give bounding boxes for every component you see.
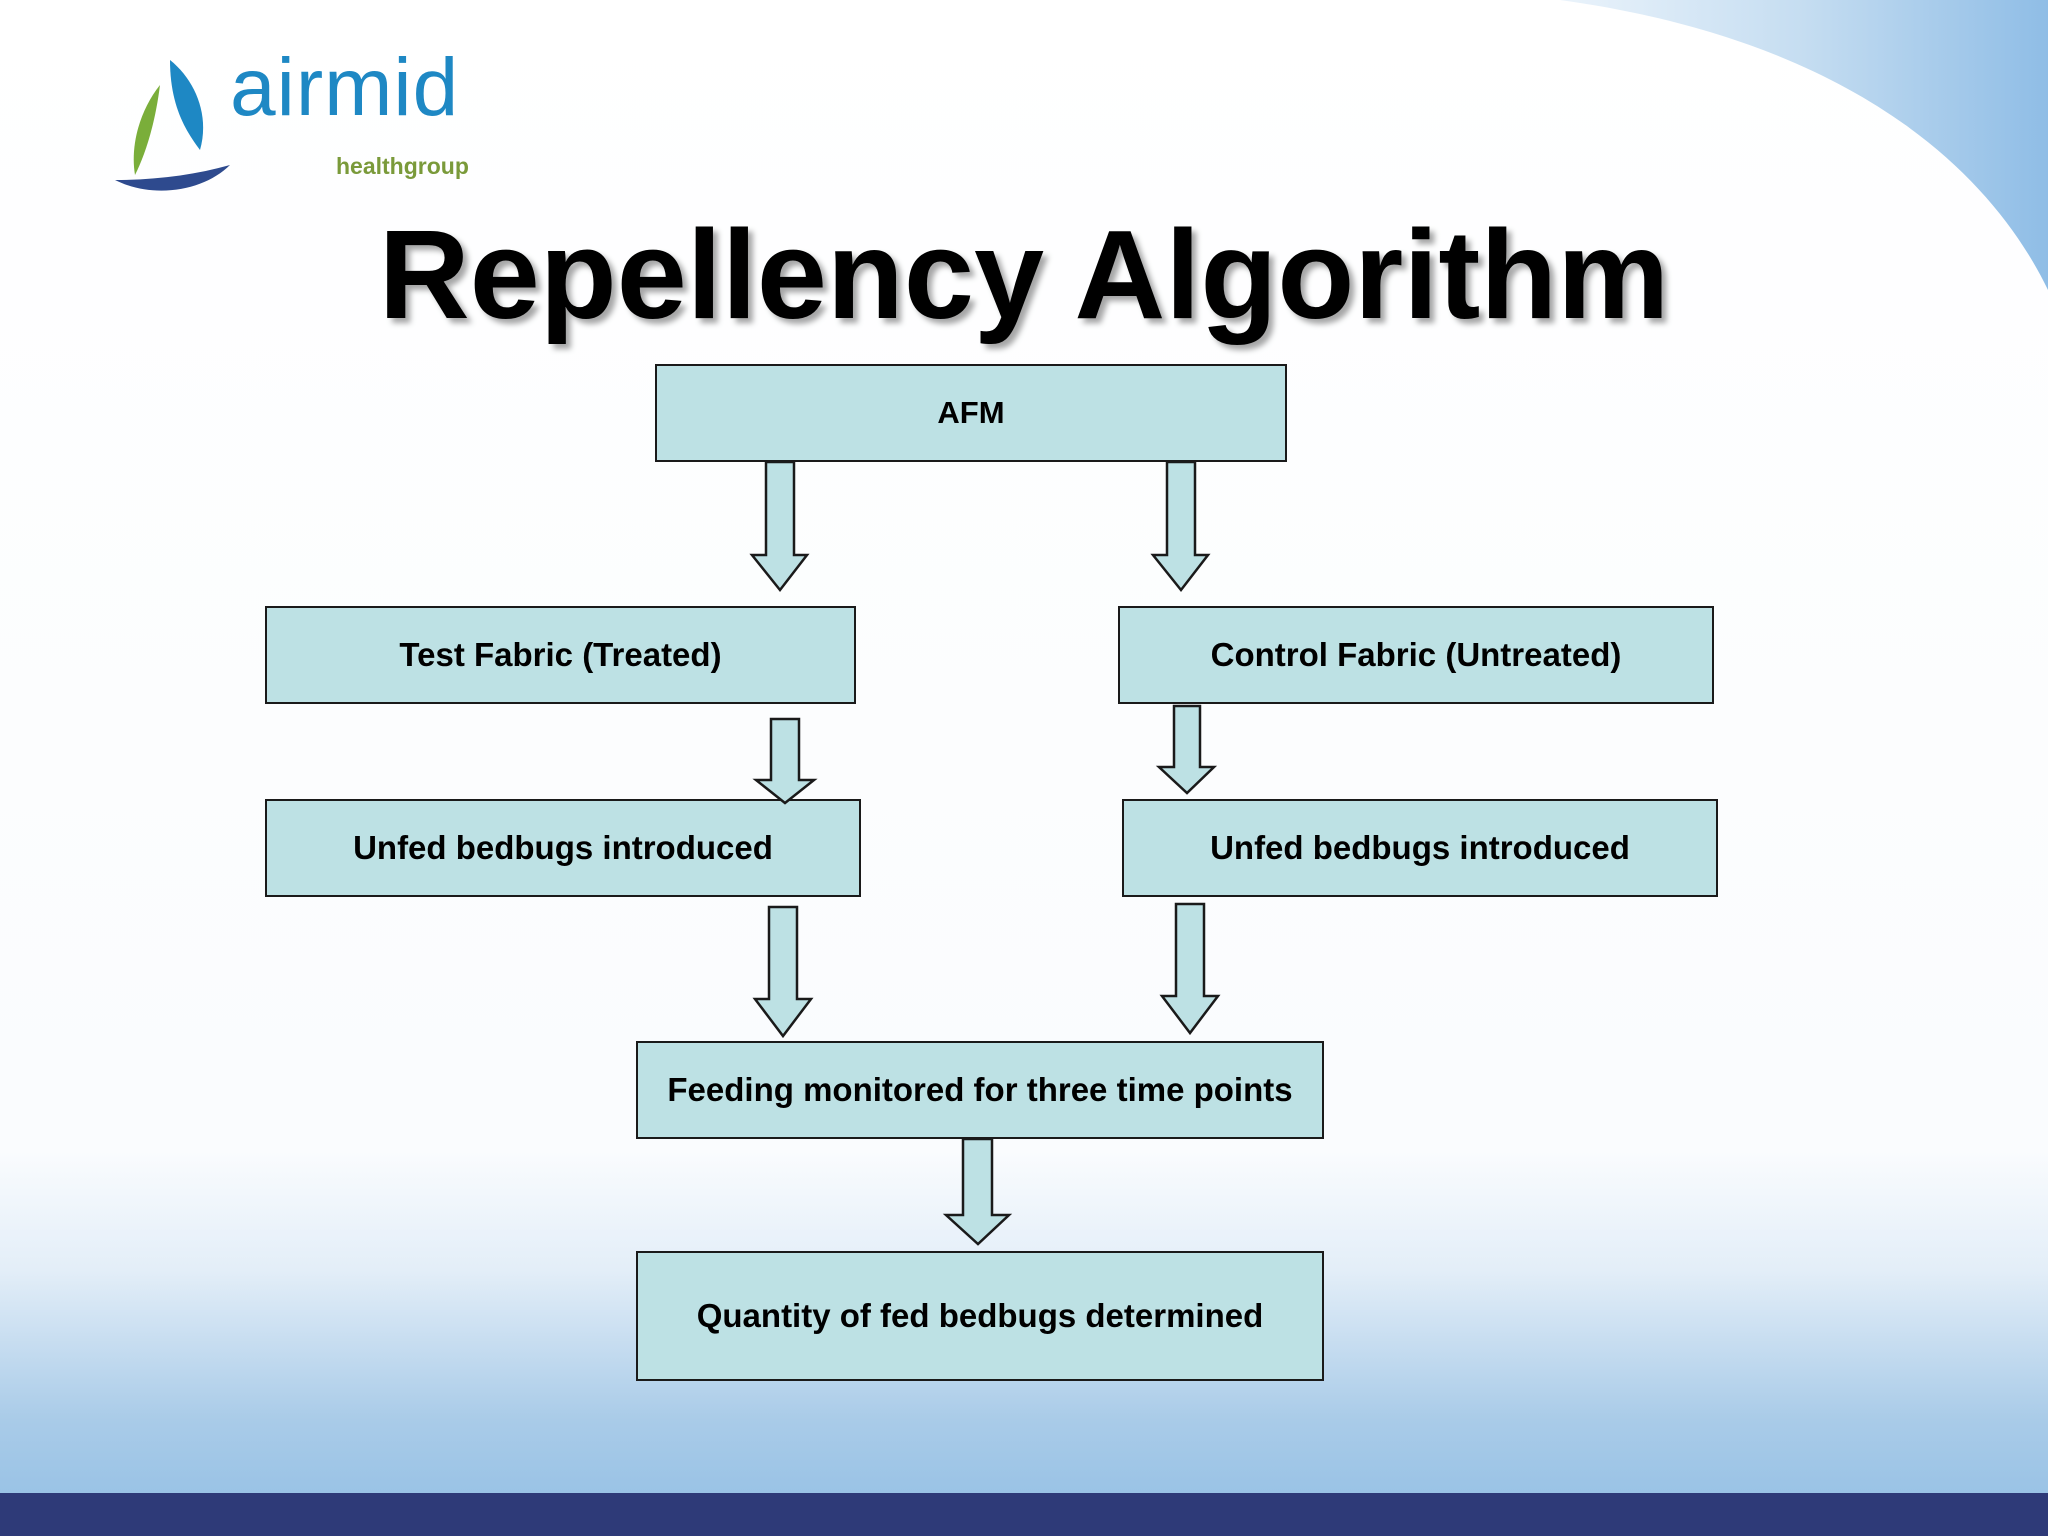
arrow-feeding-to-quantity bbox=[942, 1137, 1013, 1246]
control-fabric-label: Control Fabric (Untreated) bbox=[1210, 636, 1622, 673]
control-fabric-box: Control Fabric (Untreated) bbox=[1118, 606, 1714, 704]
arrow-afm-to-control bbox=[1150, 460, 1211, 593]
arrow-afm-to-test bbox=[749, 460, 810, 593]
feeding-label: Feeding monitored for three time points bbox=[667, 1071, 1293, 1108]
feeding-box: Feeding monitored for three time points bbox=[636, 1041, 1324, 1139]
logo-subtitle: healthgroup bbox=[336, 153, 469, 179]
afm-box-label: AFM bbox=[937, 395, 1005, 430]
slide-title: Repellency Algorithm bbox=[378, 204, 1670, 345]
arrow-test-fabric-to-bedbugs bbox=[752, 717, 818, 805]
test-bedbugs-label: Unfed bedbugs introduced bbox=[353, 829, 773, 866]
airmid-logo: airmid healthgroup bbox=[100, 47, 500, 195]
control-bedbugs-label: Unfed bedbugs introduced bbox=[1210, 829, 1630, 866]
arrow-test-bedbugs-to-feeding bbox=[752, 905, 814, 1039]
arrow-control-fabric-to-bedbugs bbox=[1155, 704, 1218, 795]
arrow-control-bedbugs-to-feeding bbox=[1159, 902, 1221, 1036]
quantity-box: Quantity of fed bedbugs determined bbox=[636, 1251, 1324, 1381]
control-bedbugs-box: Unfed bedbugs introduced bbox=[1122, 799, 1718, 897]
test-fabric-box: Test Fabric (Treated) bbox=[265, 606, 856, 704]
bottom-bar bbox=[0, 1493, 2048, 1536]
test-fabric-label: Test Fabric (Treated) bbox=[399, 636, 722, 673]
quantity-label: Quantity of fed bedbugs determined bbox=[696, 1297, 1264, 1334]
afm-box: AFM bbox=[655, 364, 1287, 462]
logo-sail-icon bbox=[115, 60, 230, 191]
test-bedbugs-box: Unfed bedbugs introduced bbox=[265, 799, 861, 897]
logo-wordmark: airmid bbox=[230, 42, 460, 133]
